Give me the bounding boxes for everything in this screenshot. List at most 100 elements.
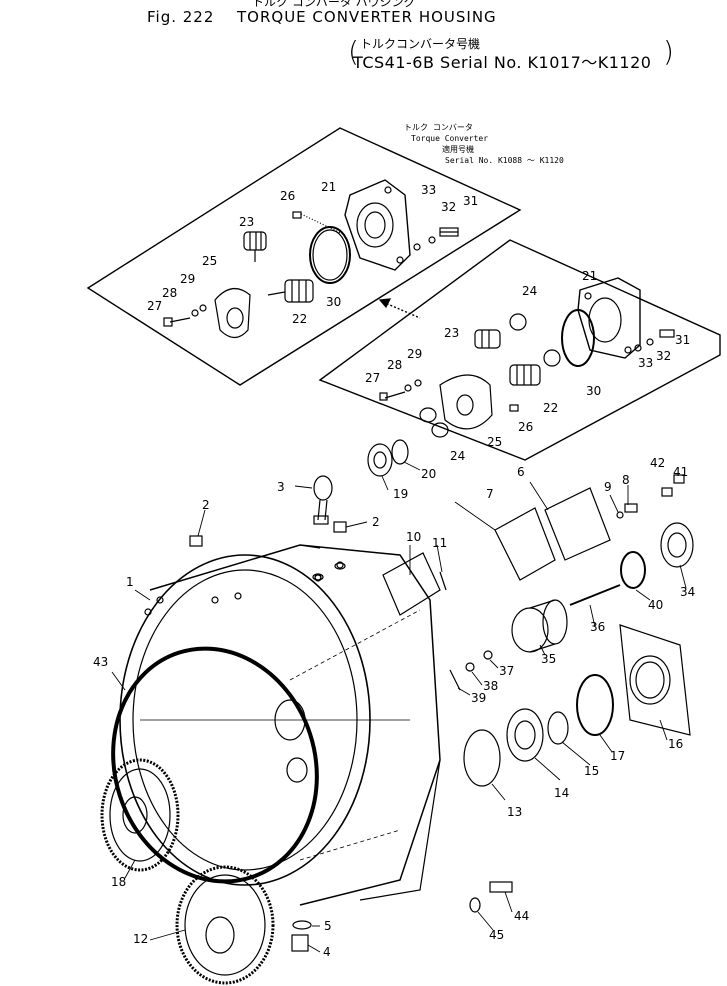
inset-note-line3: 適用号機 [442,145,474,154]
gasket-5 [292,920,312,930]
paren-close: ) [663,35,675,68]
upper-inset-parts [163,179,459,339]
callout: 32 [441,200,457,214]
callout: 19 [393,487,409,501]
callout: 5 [324,919,332,933]
leader-lines [111,461,687,953]
inset-frame-lower [318,239,721,461]
o-ring-17 [576,674,614,736]
callout: 6 [517,465,525,479]
cover-16 [619,624,691,736]
paren-open: ( [348,35,360,68]
plug-2b [333,521,347,533]
callout: 24 [450,449,466,463]
callout: 13 [507,805,523,819]
bolt-44 [489,881,513,893]
callout: 41 [673,465,689,479]
callout: 33 [421,183,437,197]
snap-ring-15 [547,711,569,745]
callout: 11 [432,536,448,550]
main-housing-drawing [119,544,441,906]
ring-40 [620,551,646,589]
bolt-8 [624,503,638,513]
callout: 24 [522,284,538,298]
callout: 26 [280,189,296,203]
o-ring-43 [111,646,319,884]
cover-6 [544,487,611,561]
callout: 4 [323,945,331,959]
callout: 23 [444,326,460,340]
callout: 29 [407,347,423,361]
callout: 22 [292,312,308,326]
callout: 8 [622,473,630,487]
callout: 29 [180,272,196,286]
callout: 32 [656,349,672,363]
plug-2 [189,535,203,547]
callout: 23 [239,215,255,229]
bearing-19 [367,443,393,477]
eye-bolt-3 [313,475,333,582]
plug-4 [291,934,309,952]
washer-45 [469,897,481,913]
callout: 40 [648,598,664,612]
callout: 3 [277,480,285,494]
callout: 28 [162,286,178,300]
callout: 25 [202,254,218,268]
washer-38 [465,662,475,672]
callout: 9 [604,480,612,494]
subtitle-serial: TCS41-6B Serial No. K1017～K1120 [353,53,652,72]
gear-12 [175,865,275,985]
callout: 42 [650,456,666,470]
bearing-14 [506,708,544,762]
figure-label: Fig. 222 [147,8,215,26]
callout: 25 [487,435,503,449]
callout: 18 [111,875,127,889]
callout: 31 [675,333,691,347]
nut-37 [483,650,493,660]
callout: 27 [365,371,381,385]
page-title: TORQUE CONVERTER HOUSING [237,8,497,26]
bolt-42 [661,487,673,497]
header-jp-title: トルク コンバータ ハウジング [252,0,416,9]
callout: 15 [584,764,600,778]
callout: 2 [202,498,210,512]
callout: 34 [680,585,696,599]
callout: 10 [406,530,422,544]
callout: 2 [372,515,380,529]
callout: 21 [321,180,337,194]
cover-10 [382,552,441,616]
pin-39 [449,669,461,691]
callout: 20 [421,467,437,481]
bolt-41 [673,474,685,484]
ring-20 [391,439,409,465]
bolt-11 [439,571,447,591]
callout: 43 [93,655,109,669]
callout: 33 [638,356,654,370]
callout: 12 [133,932,149,946]
callout: 7 [486,487,494,501]
callout: 30 [586,384,602,398]
rod-36 [569,584,621,606]
callout: 14 [554,786,570,800]
callout: 21 [582,269,598,283]
callout: 27 [147,299,163,313]
callout: 37 [499,664,515,678]
reference-arrow [378,298,421,319]
inset-frame-upper [86,127,522,386]
callout: 22 [543,401,559,415]
callout: 39 [471,691,487,705]
gear-18 [100,758,180,872]
callout: 26 [518,420,534,434]
washer-9 [616,511,624,519]
inset-note-line1: トルク コンバータ [404,123,473,132]
callout: 31 [463,194,479,208]
callout: 35 [541,652,557,666]
gasket-7 [494,507,556,581]
inset-note-line2: Torque Converter [411,134,489,143]
snap-ring-13 [463,729,501,787]
callout: 44 [514,909,530,923]
lower-inset-parts [379,277,675,438]
callout: 45 [489,928,505,942]
callout: 30 [326,295,342,309]
